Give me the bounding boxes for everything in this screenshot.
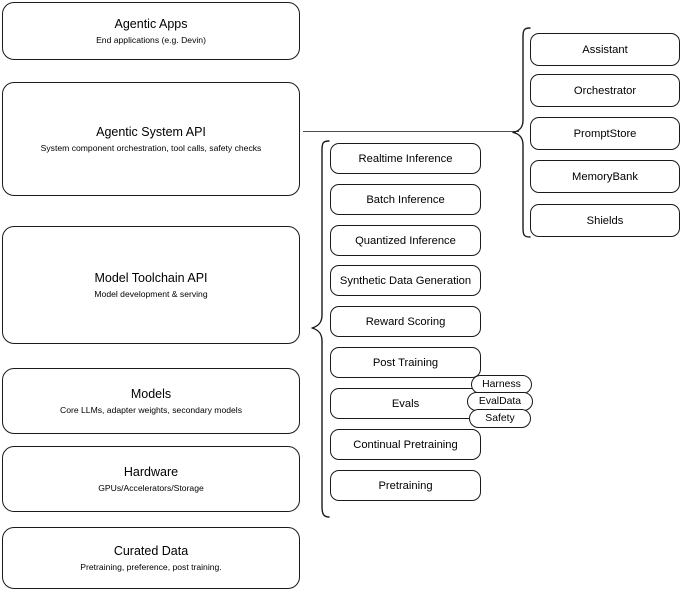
layer-agentic-apps[interactable]: Agentic Apps End applications (e.g. Devi… — [2, 2, 300, 60]
item-evals[interactable]: Evals — [330, 388, 481, 419]
item-label: Orchestrator — [573, 84, 637, 97]
item-label: Batch Inference — [366, 193, 445, 206]
layer-subtitle: Model development & serving — [94, 289, 208, 300]
pill-label: EvalData — [478, 396, 522, 407]
layer-title: Curated Data — [113, 543, 189, 558]
item-orchestrator[interactable]: Orchestrator — [530, 74, 680, 107]
item-assistant[interactable]: Assistant — [530, 33, 680, 66]
item-quantized-inference[interactable]: Quantized Inference — [330, 225, 481, 256]
layer-hardware[interactable]: Hardware GPUs/Accelerators/Storage — [2, 446, 300, 512]
item-label: Reward Scoring — [365, 315, 446, 328]
layer-agentic-system-api[interactable]: Agentic System API System component orch… — [2, 82, 300, 196]
item-reward-scoring[interactable]: Reward Scoring — [330, 306, 481, 337]
pill-label: Harness — [482, 379, 521, 390]
item-label: Post Training — [372, 356, 439, 369]
layer-subtitle: GPUs/Accelerators/Storage — [98, 483, 204, 494]
item-batch-inference[interactable]: Batch Inference — [330, 184, 481, 215]
item-label: Continual Pretraining — [353, 438, 458, 451]
item-post-training[interactable]: Post Training — [330, 347, 481, 378]
item-pretraining[interactable]: Pretraining — [330, 470, 481, 501]
item-label: Synthetic Data Generation — [339, 274, 472, 287]
item-label: MemoryBank — [572, 170, 638, 183]
item-realtime-inference[interactable]: Realtime Inference — [330, 143, 481, 174]
item-label: Shields — [586, 214, 624, 227]
pill-label: Safety — [485, 413, 515, 424]
layer-subtitle: System component orchestration, tool cal… — [40, 143, 262, 154]
layer-title: Hardware — [123, 464, 179, 479]
system-components-brace — [511, 27, 531, 238]
connector-system-api-to-components — [303, 131, 519, 133]
layer-title: Models — [130, 386, 172, 401]
item-label: Pretraining — [378, 479, 433, 492]
pill-safety[interactable]: Safety — [469, 409, 531, 428]
layer-model-toolchain-api[interactable]: Model Toolchain API Model development & … — [2, 226, 300, 344]
item-label: Realtime Inference — [358, 152, 453, 165]
item-continual-pretraining[interactable]: Continual Pretraining — [330, 429, 481, 460]
layer-models[interactable]: Models Core LLMs, adapter weights, secon… — [2, 368, 300, 434]
layer-subtitle: Pretraining, preference, post training. — [80, 562, 222, 573]
item-label: Quantized Inference — [355, 234, 456, 247]
layer-title: Agentic Apps — [114, 16, 188, 31]
layer-subtitle: Core LLMs, adapter weights, secondary mo… — [60, 405, 242, 416]
layer-curated-data[interactable]: Curated Data Pretraining, preference, po… — [2, 527, 300, 589]
layer-title: Agentic System API — [96, 124, 206, 139]
item-shields[interactable]: Shields — [530, 204, 680, 237]
item-promptstore[interactable]: PromptStore — [530, 117, 680, 150]
toolchain-brace — [310, 140, 330, 518]
layer-title: Model Toolchain API — [94, 270, 208, 285]
item-memorybank[interactable]: MemoryBank — [530, 160, 680, 193]
item-synthetic-data-generation[interactable]: Synthetic Data Generation — [330, 265, 481, 296]
item-label: PromptStore — [573, 127, 637, 140]
item-label: Evals — [391, 397, 420, 410]
item-label: Assistant — [582, 43, 628, 56]
layer-subtitle: End applications (e.g. Devin) — [96, 35, 206, 46]
